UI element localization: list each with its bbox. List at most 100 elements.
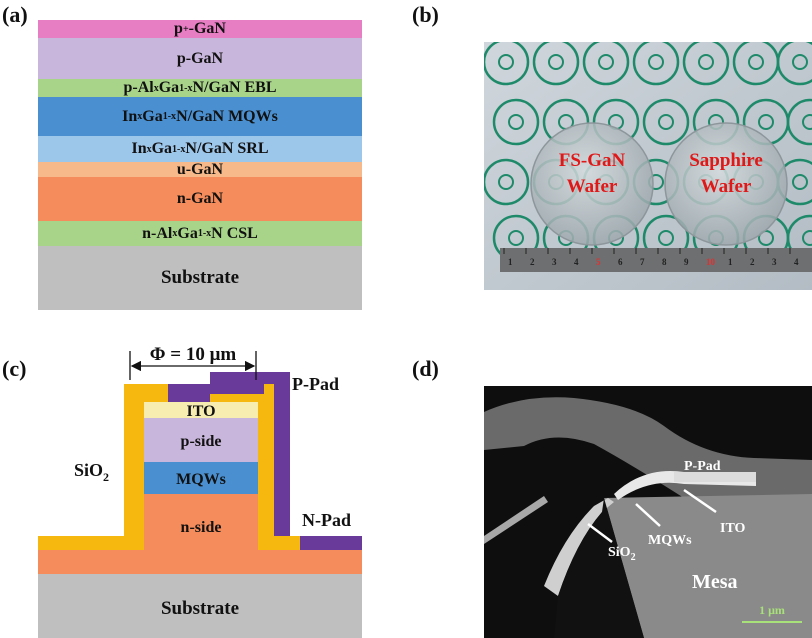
logo-emblem [498,54,514,70]
ebl-t1: p-Al [123,79,154,96]
logo-emblem [598,54,614,70]
srl-t2: Ga [151,140,173,157]
logo-ring [532,42,580,86]
sapphire-label-1: Sapphire [689,150,763,171]
layer-p-plus-gan-rest: -GaN [188,20,226,37]
logo-emblem [802,230,812,246]
panel-b-label: (b) [412,2,439,27]
sio2-label: SiO2 [74,460,109,484]
chip-n-side [144,494,258,550]
ruler-number: 6 [618,257,623,267]
sio2-label-base: SiO [74,460,103,480]
logo-emblem [658,114,674,130]
sem-mesa-label: Mesa [692,571,738,593]
logo-ring [582,42,630,86]
sio2-left [38,384,168,550]
chip-substrate [38,574,362,638]
logo-emblem [648,54,664,70]
csl-s2: 1-x [197,228,212,239]
srl-t3: N/GaN SRL [185,140,269,157]
logo-emblem [758,114,774,130]
ruler-number: 1 [508,257,513,267]
ruler-number: 9 [684,257,689,267]
layer-p-gan: p-GaN [38,38,362,79]
diameter-label: Φ = 10 μm [150,344,237,365]
logo-ring [492,98,540,146]
ruler-number: 2 [750,257,755,267]
n-pad [300,536,362,550]
ruler [500,248,812,272]
sapphire-wafer [664,122,788,246]
p-pad [168,372,290,536]
layer-n-gan-label: n-GaN [176,190,224,207]
panel-c-label: (c) [2,356,27,381]
layer-p-plus-gan-sup: + [182,23,189,35]
n-pad-label: N-Pad [302,510,351,530]
panel-d-label: (d) [412,356,439,381]
sem-mesa [604,494,812,638]
ebl-s2: 1-x [179,82,193,94]
chip-substrate-label: Substrate [161,598,239,619]
sem-sio2-sub: 2 [631,552,636,563]
chip-mqws [144,462,258,494]
csl-t3: N CSL [211,224,258,242]
fs-gan-wafer [530,122,654,246]
sio2-arrow [587,523,613,543]
csl-t2: Ga [177,224,198,242]
layer-n-gan: n-GaN [38,177,362,221]
ruler-number: 7 [640,257,645,267]
logo-emblem [792,174,808,190]
scale-label: 1 μm [759,603,785,617]
mqws-t3: N/GaN MQWs [176,107,278,125]
sem-sidewall-sio2 [544,498,614,596]
logo-ring [632,42,680,86]
mqws-arrow [635,503,661,527]
sem-svg: P-Pad ITO MQWs SiO2 Mesa 1 μm [484,386,812,638]
layer-substrate-label: Substrate [160,267,240,288]
csl-t1: n-Al [142,224,173,242]
sem-image: P-Pad ITO MQWs SiO2 Mesa 1 μm [484,386,812,638]
ruler-number: 8 [662,257,667,267]
ruler-number: 1 [728,257,733,267]
ruler-number: 3 [772,257,777,267]
sem-sio2-label: SiO2 [608,545,636,563]
ruler-number: 10 [706,257,716,267]
ruler-number: 4 [574,257,579,267]
logo-emblem [498,174,514,190]
mqws-t2: Ga [142,107,163,125]
logo-emblem [658,230,674,246]
layer-substrate: Substrate [38,246,362,310]
csl-s1: x [172,228,178,239]
p-side-label: p-side [181,433,222,450]
sem-sio2-base: SiO [608,545,631,560]
logo-ring [786,98,812,146]
layer-u-gan-label: u-GaN [176,160,224,178]
sapphire-label-2: Wafer [701,176,752,197]
ruler-number: 5 [596,257,601,267]
logo-emblem [792,54,808,70]
logo-ring [776,42,812,86]
sio2-label-sub: 2 [103,470,109,484]
logo-emblem [508,230,524,246]
sem-mqws-label: MQWs [648,533,692,548]
logo-ring [682,42,730,86]
srl-s1: x [146,143,152,155]
sem-ppad [674,472,756,482]
logo-emblem [748,54,764,70]
logo-ring [484,158,530,206]
layer-u-gan: u-GaN [38,160,362,178]
sem-debris [484,496,548,544]
ruler-number: 2 [530,257,535,267]
mqws-s1: x [137,111,143,122]
p-pad-label: P-Pad [292,374,339,394]
ebl-t2: Ga [158,79,180,96]
logo-ring [642,98,690,146]
ebl-s1: x [153,82,159,94]
